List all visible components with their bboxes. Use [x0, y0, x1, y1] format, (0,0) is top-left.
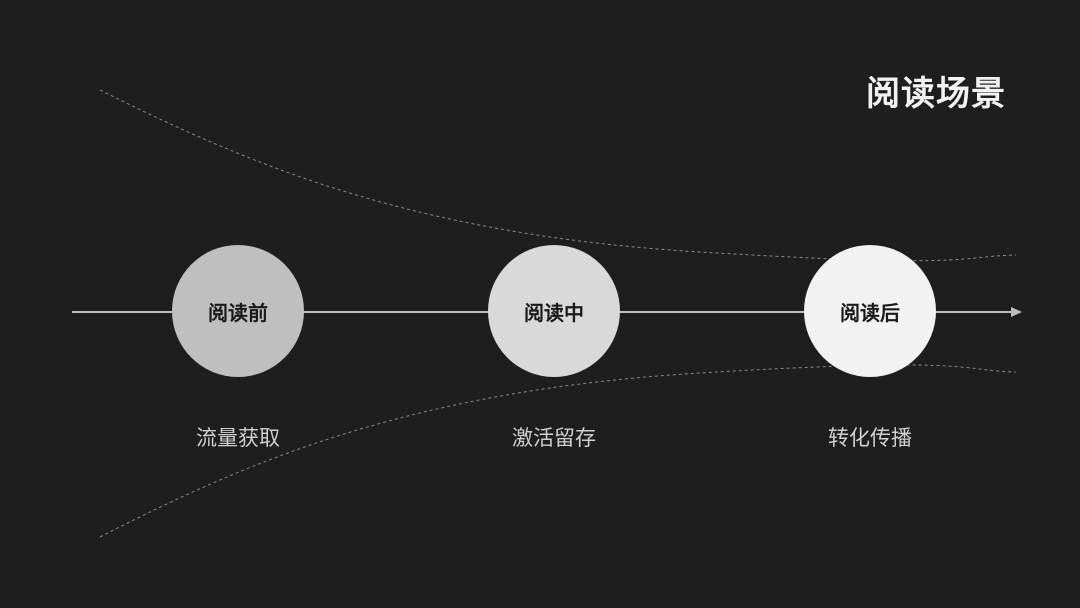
stage-caption-conversion-spread: 转化传播 — [828, 426, 912, 450]
stage-during-reading: 阅读中 — [488, 245, 620, 377]
stage-label: 阅读前 — [208, 300, 268, 325]
stage-caption-traffic-acquisition: 流量获取 — [196, 426, 280, 450]
funnel-upper-line — [99, 89, 1017, 262]
slide-title: 阅读场景 — [866, 74, 1006, 114]
arrow-right-icon — [1011, 307, 1022, 317]
stage-caption-activation-retention: 激活留存 — [512, 426, 596, 450]
stage-label: 阅读后 — [840, 300, 900, 325]
stage-before-reading: 阅读前 — [172, 245, 304, 377]
stage-label: 阅读中 — [524, 300, 584, 325]
stage-after-reading: 阅读后 — [804, 245, 936, 377]
funnel-lower-line — [99, 364, 1017, 538]
